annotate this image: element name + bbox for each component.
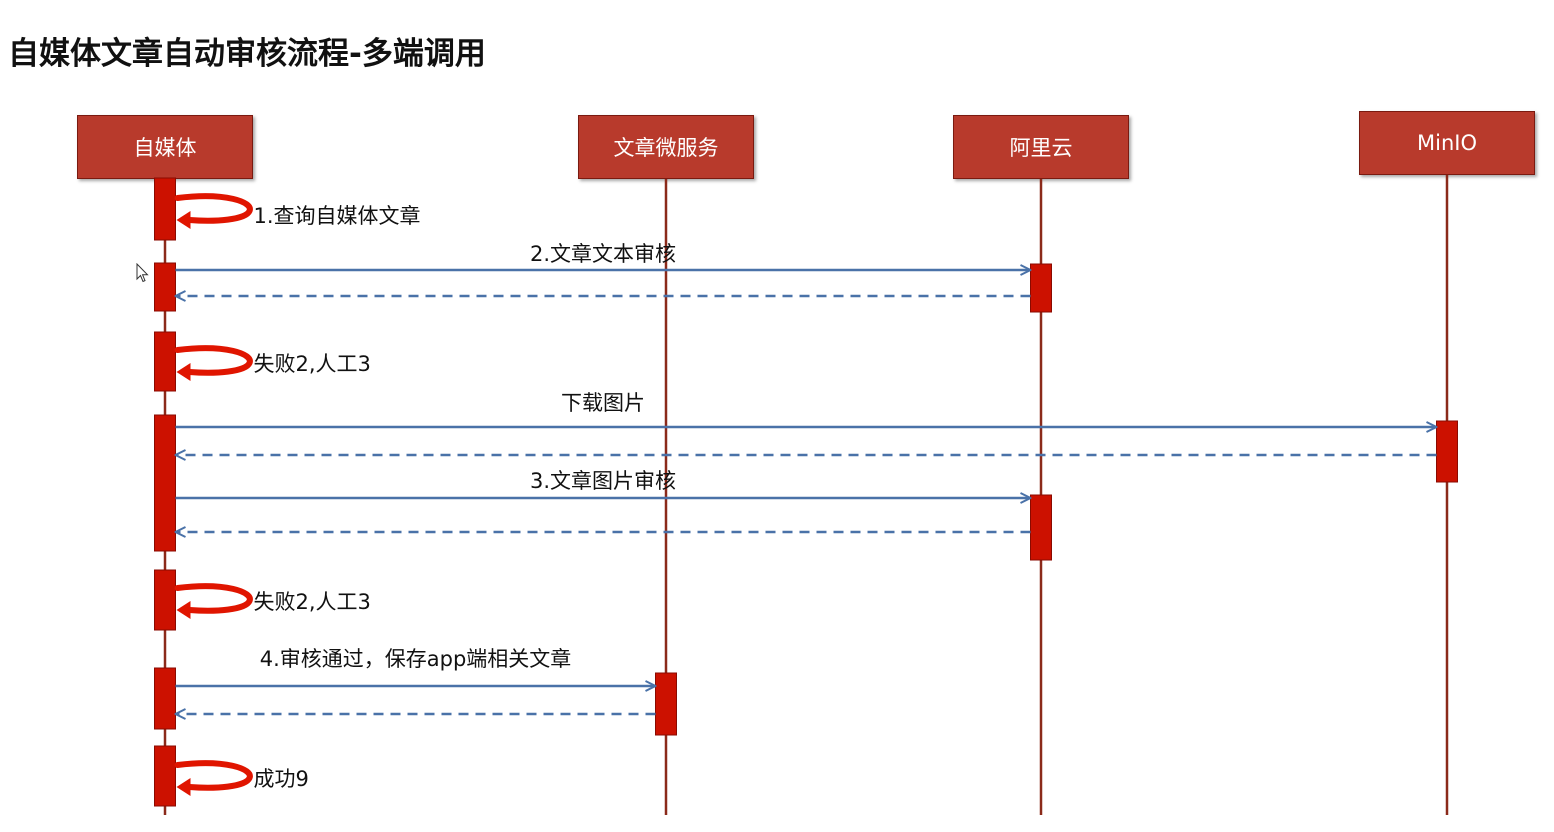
- activation-bar-wemedia: [154, 177, 176, 241]
- participant-minio: MinIO: [1359, 111, 1535, 175]
- self-call-arrow-m1: [174, 193, 253, 224]
- activation-bar-wemedia: [154, 331, 176, 392]
- activation-bar-article: [655, 672, 677, 736]
- self-call-arrow-m3: [174, 345, 253, 376]
- activation-bar-wemedia: [154, 414, 176, 552]
- activation-bar-aliyun: [1030, 263, 1052, 313]
- self-call-arrow-m6: [174, 583, 253, 614]
- page-title: 自媒体文章自动审核流程-多端调用: [8, 36, 486, 72]
- activation-bar-aliyun: [1030, 494, 1052, 561]
- self-call-arrowhead-m1: [176, 211, 191, 229]
- mouse-cursor-icon: [136, 263, 149, 283]
- activation-bar-wemedia: [154, 745, 176, 807]
- message-label-m8: 成功9: [253, 767, 309, 791]
- activation-bar-wemedia: [154, 262, 176, 312]
- activation-bar-minio: [1436, 420, 1458, 483]
- message-label-m4: 下载图片: [561, 391, 645, 415]
- activation-bar-wemedia: [154, 569, 176, 631]
- activation-bar-wemedia: [154, 667, 176, 730]
- message-label-m6: 失败2,人工3: [253, 590, 371, 614]
- participant-wemedia: 自媒体: [77, 115, 253, 179]
- message-label-m2: 2.文章文本审核: [529, 242, 677, 266]
- message-label-m3: 失败2,人工3: [253, 352, 371, 376]
- self-call-arrowhead-m6: [176, 601, 191, 619]
- self-call-arrowhead-m3: [176, 363, 191, 381]
- self-call-arrow-m8: [174, 760, 253, 791]
- message-label-m5: 3.文章图片审核: [529, 469, 677, 493]
- participant-aliyun: 阿里云: [953, 115, 1129, 179]
- self-call-arrowhead-m8: [176, 778, 191, 796]
- participant-article: 文章微服务: [578, 115, 754, 179]
- message-label-m7: 4.审核通过，保存app端相关文章: [259, 647, 572, 671]
- message-label-m1: 1.查询自媒体文章: [253, 204, 421, 228]
